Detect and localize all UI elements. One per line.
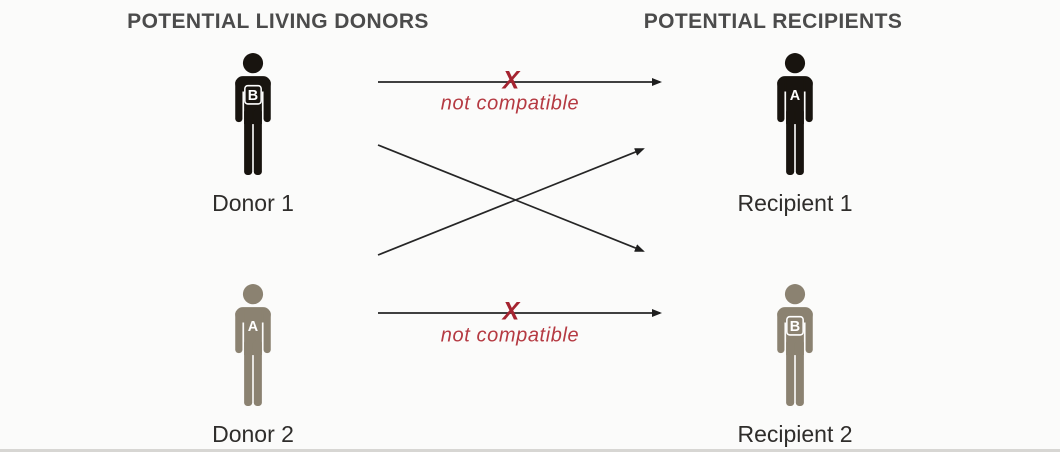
person-shape	[235, 53, 271, 175]
figure-label: Recipient 1	[737, 190, 853, 216]
figure-recipient-1: A Recipient 1	[695, 52, 895, 217]
recipients-column-heading: POTENTIAL RECIPIENTS	[643, 10, 903, 33]
connection-arrows	[377, 78, 662, 317]
blood-type-letter: A	[248, 319, 259, 335]
arrow-donor2-recipient1	[377, 148, 645, 256]
person-shape	[777, 53, 813, 175]
bottom-edge-strip	[0, 449, 1060, 452]
person-icon: B	[777, 284, 813, 406]
not-compatible-label-bottom: not compatible	[440, 324, 580, 347]
arrow-donor1-recipient2	[377, 144, 645, 252]
person-shape	[235, 284, 271, 406]
figure-donor-1: B Donor 1	[153, 52, 353, 217]
blood-type-letter: A	[790, 88, 801, 104]
figure-donor-2: A Donor 2	[153, 283, 353, 448]
blood-type-letter: B	[248, 88, 258, 104]
not-compatible-x-top: X	[502, 66, 520, 95]
figure-label: Donor 1	[212, 190, 294, 216]
donors-column-heading: POTENTIAL LIVING DONORS	[127, 10, 429, 33]
not-compatible-label-top: not compatible	[440, 92, 580, 115]
person-icon: A	[777, 53, 813, 175]
figure-recipient-2: B Recipient 2	[695, 283, 895, 448]
person-shape	[777, 284, 813, 406]
blood-type-box	[244, 84, 262, 105]
person-icon: A	[235, 284, 271, 406]
figure-label: Recipient 2	[737, 421, 853, 447]
not-compatible-x-bottom: X	[502, 297, 520, 326]
blood-type-letter: B	[790, 319, 800, 335]
blood-type-box	[786, 315, 804, 336]
person-icon: B	[235, 53, 271, 175]
figure-label: Donor 2	[212, 421, 294, 447]
